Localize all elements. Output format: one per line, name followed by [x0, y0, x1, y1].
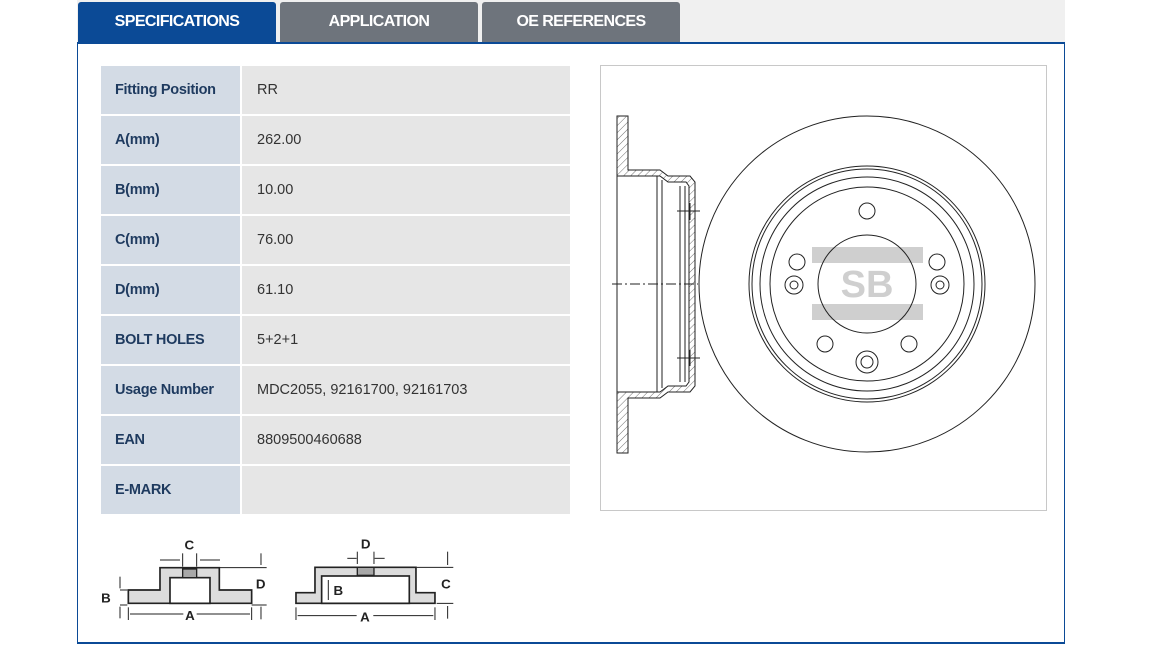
spec-value: 76.00 [242, 216, 570, 264]
spec-label: C(mm) [101, 216, 240, 264]
disc-front-view: SB [698, 115, 1036, 453]
spec-label: EAN [101, 416, 240, 464]
tab-application[interactable]: APPLICATION [280, 2, 478, 42]
specifications-panel [77, 42, 1065, 644]
drum-disc-diagram: D C B A [295, 536, 454, 625]
label-d: D [256, 576, 266, 591]
spec-value: MDC2055, 92161700, 92161703 [242, 366, 570, 414]
spec-value: 61.10 [242, 266, 570, 314]
spec-label: Fitting Position [101, 66, 240, 114]
spec-label: A(mm) [101, 116, 240, 164]
sb-logo: SB [841, 264, 894, 306]
table-row: B(mm)10.00 [101, 166, 570, 214]
table-row: A(mm)262.00 [101, 116, 570, 164]
table-row: C(mm)76.00 [101, 216, 570, 264]
label-a: A [360, 610, 370, 625]
label-a: A [185, 608, 195, 623]
label-c: C [185, 537, 195, 552]
spec-value [242, 466, 570, 514]
disc-side-profile [612, 115, 700, 454]
label-b: B [101, 591, 111, 606]
spec-label: B(mm) [101, 166, 240, 214]
spec-value: 8809500460688 [242, 416, 570, 464]
label-c: C [441, 576, 451, 591]
table-row: D(mm)61.10 [101, 266, 570, 314]
spec-label: D(mm) [101, 266, 240, 314]
spec-label: E-MARK [101, 466, 240, 514]
spec-value: RR [242, 66, 570, 114]
solid-disc-diagram: C D B A [101, 537, 267, 623]
product-image-frame [600, 65, 1047, 511]
spec-value: 5+2+1 [242, 316, 570, 364]
spec-value: 262.00 [242, 116, 570, 164]
label-b: B [333, 583, 343, 598]
spec-label: BOLT HOLES [101, 316, 240, 364]
logo-bar-bottom [812, 304, 923, 320]
label-d: D [361, 536, 371, 551]
spec-label: Usage Number [101, 366, 240, 414]
logo-bar-top [812, 247, 923, 263]
tab-specifications[interactable]: SPECIFICATIONS [78, 2, 276, 42]
tab-oe-references[interactable]: OE REFERENCES [482, 2, 680, 42]
spec-value: 10.00 [242, 166, 570, 214]
table-row: E-MARK [101, 466, 570, 514]
